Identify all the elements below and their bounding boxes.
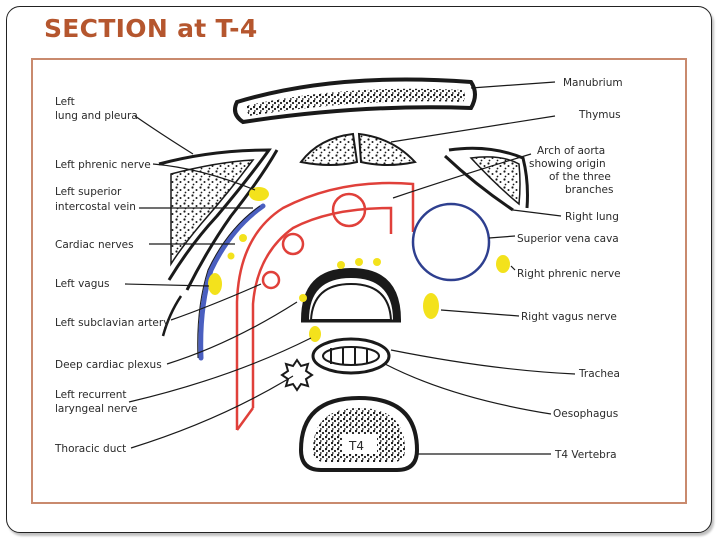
labels-right: Manubrium Thymus Arch of aorta showing o…	[517, 77, 623, 461]
label-laryngeal-nerve: laryngeal nerve	[55, 403, 137, 415]
deep-cardiac-plexus-dot-1	[337, 261, 345, 269]
left-superior-intercostal-vein	[198, 203, 266, 361]
aorta-branch-large	[331, 192, 367, 228]
right-vagus-nerve-dot	[423, 293, 439, 319]
label-branches: branches	[565, 184, 613, 196]
label-arch-of-aorta: Arch of aorta	[537, 145, 605, 157]
vertebra-mark: T4	[348, 439, 364, 453]
label-of-the-three: of the three	[549, 171, 611, 183]
label-right-phrenic-nerve: Right phrenic nerve	[517, 268, 621, 280]
deep-cardiac-plexus-dot-2	[355, 258, 363, 266]
arch-of-aorta	[235, 181, 415, 431]
thymus	[299, 132, 417, 166]
label-deep-cardiac-plexus: Deep cardiac plexus	[55, 359, 162, 371]
cardiac-nerve-dot-1	[239, 234, 247, 242]
label-right-vagus-nerve: Right vagus nerve	[521, 311, 617, 323]
right-lung	[443, 146, 529, 212]
right-phrenic-nerve-dot	[496, 255, 510, 273]
label-left-recurrent: Left recurrent	[55, 389, 127, 401]
left-phrenic-nerve-dot	[249, 187, 269, 201]
leader-lines-left	[124, 115, 312, 449]
label-left-vagus: Left vagus	[55, 278, 110, 290]
label-oesophagus: Oesophagus	[553, 408, 618, 420]
label-left-subclavian-artery: Left subclavian artery	[55, 317, 169, 329]
label-thoracic-duct: Thoracic duct	[54, 443, 126, 455]
label-t4-vertebra: T4 Vertebra	[554, 449, 617, 461]
thoracic-duct	[280, 358, 314, 392]
label-lung-and-pleura: lung and pleura	[55, 110, 138, 122]
label-thymus: Thymus	[578, 109, 621, 121]
aorta-branch-medium	[281, 232, 305, 256]
label-intercostal-vein: intercostal vein	[55, 201, 136, 213]
labels-left: Left lung and pleura Left phrenic nerve …	[54, 96, 169, 455]
section-diagram: T4 Lef	[31, 58, 687, 504]
label-showing-origin: showing origin	[529, 158, 606, 170]
leader-lines-right	[384, 81, 576, 455]
t4-vertebra: T4	[298, 395, 420, 472]
left-recurrent-laryngeal-nerve-dot	[309, 326, 321, 342]
label-left: Left	[55, 96, 75, 108]
cardiac-nerve-dot-2	[227, 252, 235, 260]
deep-cardiac-plexus-dot-4	[299, 294, 307, 302]
oesophagus	[311, 337, 391, 375]
label-left-phrenic-nerve: Left phrenic nerve	[55, 159, 151, 171]
label-superior-vena-cava: Superior vena cava	[517, 233, 619, 245]
aorta-branch-small	[261, 270, 281, 290]
superior-vena-cava	[411, 202, 491, 282]
deep-cardiac-plexus-dot-3	[373, 258, 381, 266]
label-manubrium: Manubrium	[563, 77, 623, 89]
label-left-superior: Left superior	[55, 186, 122, 198]
trachea	[301, 268, 401, 323]
label-cardiac-nerves: Cardiac nerves	[55, 239, 134, 251]
nerves	[208, 187, 510, 342]
vein-outline	[197, 205, 261, 359]
figure-frame	[31, 58, 687, 504]
slide-title: SECTION at T-4	[44, 14, 258, 43]
label-right-lung: Right lung	[565, 211, 619, 223]
left-vagus-dot	[208, 273, 222, 295]
manubrium	[233, 77, 477, 125]
label-trachea: Trachea	[578, 368, 620, 380]
left-lung	[158, 148, 279, 337]
